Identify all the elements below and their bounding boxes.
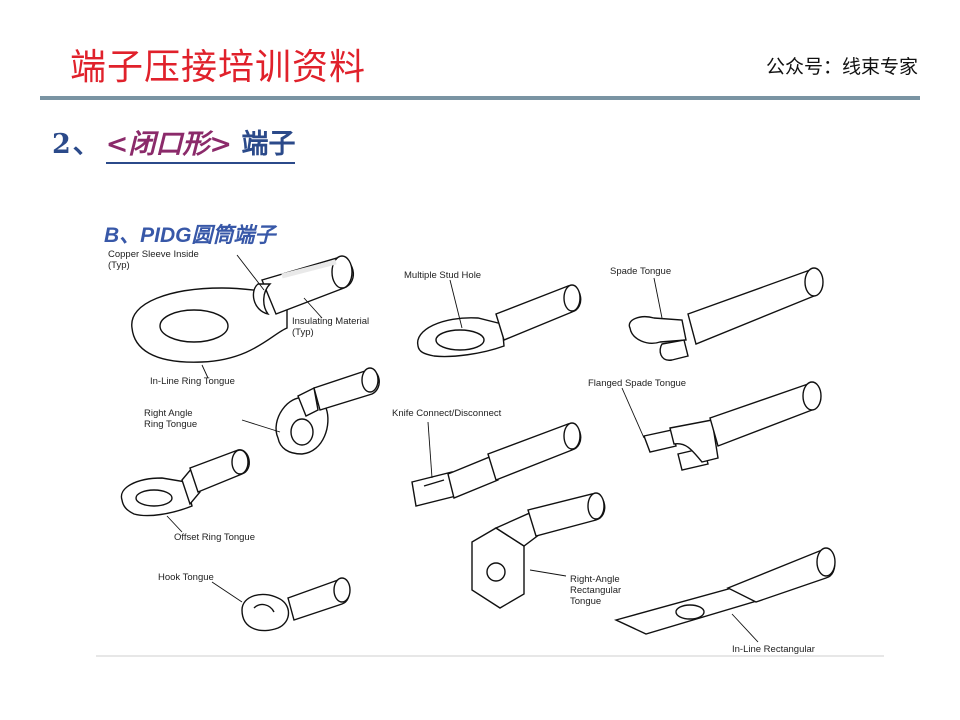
spade-terminal	[628, 267, 824, 361]
label-ra-rect-1: Right-Angle	[570, 574, 620, 585]
offset-ring-terminal	[120, 449, 250, 517]
section-title-suffix: 端子	[241, 129, 296, 160]
leader-line	[731, 613, 759, 643]
label-insulating: Insulating Material	[292, 316, 369, 327]
section-title-name: 闭口形	[128, 129, 210, 160]
flanged-spade-terminal	[643, 381, 822, 471]
header-divider	[40, 96, 920, 100]
label-knife: Knife Connect/Disconnect	[392, 408, 502, 419]
leader-line	[529, 569, 567, 577]
inline-ring-terminal	[131, 255, 354, 363]
section-separator: 、	[72, 129, 100, 160]
leader-line	[303, 297, 323, 319]
leader-line	[166, 515, 183, 533]
hook-terminal	[241, 577, 351, 632]
right-angle-ring-terminal	[275, 367, 380, 455]
leader-line	[201, 364, 209, 379]
label-offset-ring: Offset Ring Tongue	[174, 532, 255, 543]
label-copper-sleeve-typ: (Typ)	[108, 260, 130, 271]
section-title: <闭口形> 端子	[105, 129, 296, 164]
label-ra-rect-3: Tongue	[570, 596, 601, 607]
diagram-subtitle: B、PIDG圆筒端子	[104, 223, 278, 247]
label-hook: Hook Tongue	[158, 572, 214, 583]
label-inline-ring: In-Line Ring Tongue	[150, 376, 235, 387]
slide-title: 端子压接培训资料	[70, 47, 367, 88]
label-insulating-typ: (Typ)	[292, 327, 314, 338]
inline-rect-terminal	[613, 547, 836, 635]
label-copper-sleeve: Copper Sleeve Inside	[108, 249, 199, 260]
knife-terminal	[411, 422, 582, 507]
leader-line	[241, 419, 281, 433]
leader-line	[621, 387, 645, 439]
leader-line	[236, 254, 265, 291]
leader-line	[653, 277, 663, 319]
leader-line	[449, 279, 463, 329]
label-ra-rect-2: Rectangular	[570, 585, 621, 596]
label-right-angle-ring: Ring Tongue	[144, 419, 197, 430]
right-angle-rect-terminal	[471, 492, 606, 609]
label-multiple-stud: Multiple Stud Hole	[404, 270, 481, 281]
terminal-diagram: B、PIDG圆筒端子 Copper Sleeve Inside (Typ) In…	[92, 210, 888, 662]
section-heading: 2、<闭口形> 端子	[52, 122, 296, 164]
label-flanged-spade: Flanged Spade Tongue	[588, 378, 686, 389]
leader-line	[427, 421, 433, 479]
account-name: 公众号：线束专家	[765, 56, 918, 78]
multiple-stud-terminal	[417, 284, 582, 358]
label-inline-rect: In-Line Rectangular	[732, 644, 815, 655]
label-spade: Spade Tongue	[610, 266, 671, 277]
leader-line	[211, 581, 243, 603]
label-right-angle: Right Angle	[144, 408, 193, 419]
section-number: 2	[52, 129, 71, 160]
